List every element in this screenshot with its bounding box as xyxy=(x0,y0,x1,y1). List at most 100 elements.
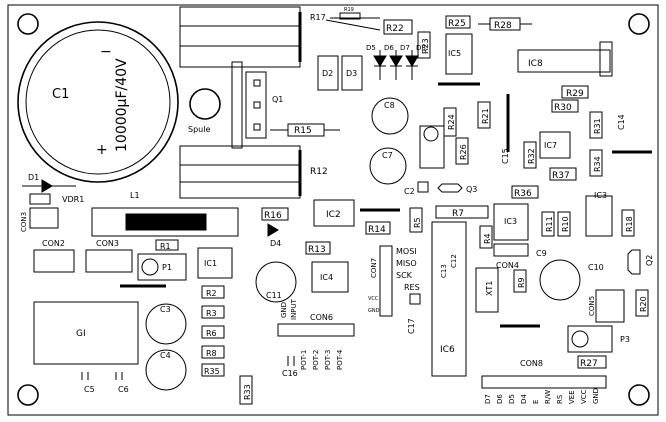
svg-text:R14: R14 xyxy=(368,225,386,235)
c1-label: C1 xyxy=(52,87,69,102)
resistor-r14: R14 xyxy=(365,221,391,235)
con6-pin-pot3: POT-3 xyxy=(324,350,332,370)
con6-pin-pot4: POT-4 xyxy=(336,349,344,370)
svg-text:D4: D4 xyxy=(270,239,281,248)
resistor-r32: R32 xyxy=(523,141,537,169)
mounting-hole-br xyxy=(628,384,650,406)
con8-pin-d6: D6 xyxy=(496,394,504,404)
resistor-r20: R20 xyxy=(635,289,649,317)
resistors-r10-r11-r18: R11 R10 R18 xyxy=(541,209,635,237)
resistor-r22: R22 xyxy=(383,19,413,35)
svg-text:CON7: CON7 xyxy=(370,258,378,278)
c9-label: C9 xyxy=(536,249,547,258)
ic7: IC7 xyxy=(539,131,571,159)
svg-text:Q2: Q2 xyxy=(645,255,654,266)
svg-text:IC2: IC2 xyxy=(326,210,341,220)
con6-pin-pot1: POT-1 xyxy=(300,350,308,370)
ic6: IC6 xyxy=(431,221,467,377)
svg-text:CON6: CON6 xyxy=(310,313,333,322)
con8-pin-rw: R/W xyxy=(544,390,552,404)
capacitor-c1: C1 10000µF/40V + − xyxy=(17,21,179,183)
transistor-q2: Q2 xyxy=(627,249,654,275)
svg-text:D1: D1 xyxy=(28,173,39,182)
resistor-r19: R19 xyxy=(325,7,381,31)
svg-text:R9: R9 xyxy=(517,277,526,288)
svg-text:R29: R29 xyxy=(566,89,584,99)
con6-pin-gnd: GND xyxy=(280,302,288,318)
svg-text:VCC: VCC xyxy=(368,296,379,302)
svg-text:RES: RES xyxy=(404,283,420,292)
con8-pin-gnd: GND xyxy=(592,388,600,404)
svg-text:Spule: Spule xyxy=(188,125,210,134)
svg-text:P1: P1 xyxy=(162,263,172,272)
svg-text:R13: R13 xyxy=(308,245,326,255)
con8-pin-vee: VEE xyxy=(568,390,576,404)
ic2: IC2 xyxy=(313,199,355,227)
svg-text:R23: R23 xyxy=(421,38,430,54)
svg-text:D6: D6 xyxy=(384,44,394,52)
c17-label: C17 xyxy=(407,318,416,334)
capacitor-c10: C10 xyxy=(539,259,604,301)
vdr1: VDR1 xyxy=(29,193,84,205)
capacitors-c5-c6: C5 C6 xyxy=(81,372,129,394)
svg-text:D7: D7 xyxy=(400,44,410,52)
resistor-r5: R5 xyxy=(409,207,423,233)
resistor-r30: R30 xyxy=(551,99,579,113)
transistor-q1: Q1 xyxy=(245,71,283,139)
svg-text:CON3: CON3 xyxy=(96,239,119,248)
resistor-r31: R31 xyxy=(589,111,603,139)
coil-l1: L1 xyxy=(91,191,239,237)
con8-pin-e: E xyxy=(532,400,540,404)
svg-text:R25: R25 xyxy=(448,19,466,29)
svg-text:MISO: MISO xyxy=(396,259,417,268)
diode-d1: D1 xyxy=(22,173,76,193)
con5: CON5 xyxy=(588,289,625,323)
con2: CON2 xyxy=(33,239,75,273)
crystal-xt1: XT1 xyxy=(475,267,499,313)
svg-text:R31: R31 xyxy=(593,118,602,134)
svg-text:R16: R16 xyxy=(264,211,282,221)
con8-pin-rs: RS xyxy=(556,394,564,404)
c15-label: C15 xyxy=(501,148,510,164)
svg-text:R10: R10 xyxy=(561,216,570,232)
c1-plus: + xyxy=(96,142,108,158)
svg-text:CON5: CON5 xyxy=(588,296,596,316)
svg-text:IC3: IC3 xyxy=(594,191,607,200)
capacitors-c3-c4: C3 C4 xyxy=(145,303,187,391)
svg-text:SCK: SCK xyxy=(396,271,413,280)
resistor-r24: R24 xyxy=(443,107,457,137)
pot-p3: P3 xyxy=(567,325,630,353)
diode-d4: D4 xyxy=(267,223,281,248)
svg-text:R4: R4 xyxy=(483,233,492,244)
svg-text:P3: P3 xyxy=(620,335,630,344)
heatsink-bottom xyxy=(179,145,302,199)
svg-text:XT1: XT1 xyxy=(485,281,494,296)
svg-text:R33: R33 xyxy=(243,384,252,400)
svg-text:CON2: CON2 xyxy=(42,239,65,248)
capacitor-c7: C7 xyxy=(369,147,407,185)
resistors-left: R2 R3 R6 R8 R35 xyxy=(201,285,225,377)
con8-pin-d7: D7 xyxy=(484,394,492,404)
svg-text:R2: R2 xyxy=(206,289,217,298)
ic8: IC8 xyxy=(517,41,613,77)
resistor-r25: R25 xyxy=(445,15,471,29)
capacitor-c11: C11 xyxy=(255,261,297,303)
con6-pin-input: INPUT xyxy=(290,298,298,320)
svg-text:CON8: CON8 xyxy=(520,359,543,368)
svg-text:R19: R19 xyxy=(344,7,354,13)
resistor-r36: R36 xyxy=(511,185,539,199)
svg-text:R37: R37 xyxy=(552,171,570,181)
svg-text:R28: R28 xyxy=(494,21,512,31)
svg-text:IC5: IC5 xyxy=(448,49,461,58)
module-gi: GI xyxy=(33,301,139,365)
svg-text:Q1: Q1 xyxy=(272,95,283,104)
resistor-r4: R4 xyxy=(479,225,493,249)
svg-text:R35: R35 xyxy=(204,367,220,376)
r12-label: R12 xyxy=(310,167,328,177)
svg-text:GND: GND xyxy=(368,308,380,314)
svg-text:R32: R32 xyxy=(527,148,536,164)
con8-pin-vcc: VCC xyxy=(580,389,588,404)
svg-text:GI: GI xyxy=(76,329,86,339)
svg-text:C6: C6 xyxy=(118,385,129,394)
svg-text:C5: C5 xyxy=(84,385,95,394)
